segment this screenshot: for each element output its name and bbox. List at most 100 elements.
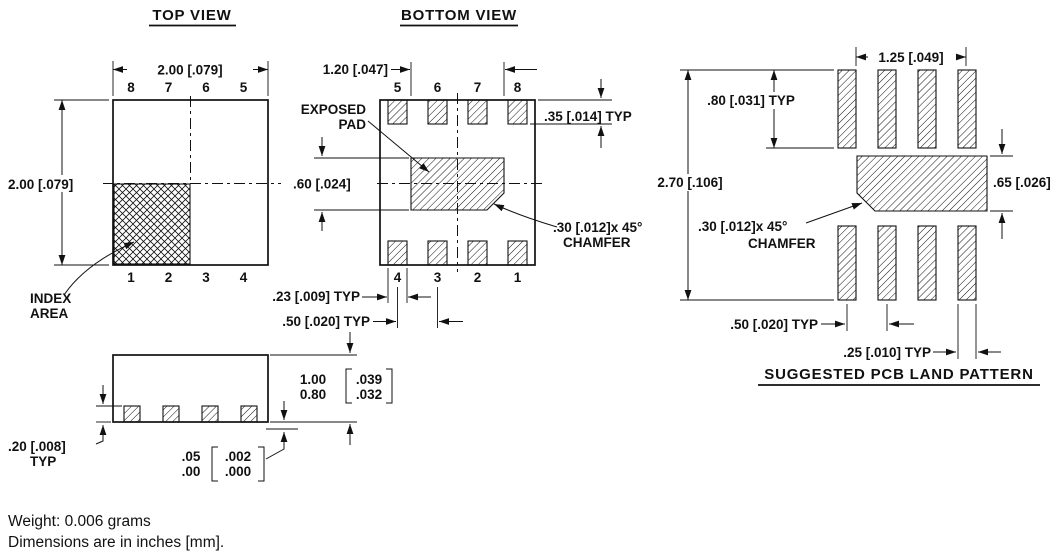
bottom-view-lead-pad	[507, 99, 528, 125]
land-pad-pitch-dimension: .50 [.020] TYP	[730, 304, 914, 332]
top-view-pin-8: 8	[127, 80, 135, 95]
weight-note: Weight: 0.006 grams	[8, 513, 151, 530]
bottom-view-lead-pad	[507, 240, 528, 266]
top-view-pin-6: 6	[202, 80, 210, 95]
bottom-view-pin-2: 2	[474, 270, 482, 285]
bottom-view-lead-pad	[427, 240, 448, 266]
land-pad	[957, 225, 977, 301]
bottom-view-pin-3: 3	[434, 270, 442, 285]
exposed-pad-leader-line	[367, 120, 430, 173]
land-pad	[837, 225, 857, 301]
height-bracket-left	[345, 368, 352, 404]
land-chamfer-label-text: CHAMFER	[748, 236, 816, 251]
top-view-pin-5: 5	[240, 80, 248, 95]
land-overall-height-dim-text: 2.70 [.106]	[657, 175, 722, 190]
land-pad-span-dim-text: 1.25 [.049]	[878, 50, 943, 65]
bottom-view-lead-pad	[467, 240, 488, 266]
bottom-view-pin-6: 6	[434, 80, 442, 95]
chamfer-leader-line	[493, 203, 558, 228]
exposed-pad-height-dimension: .60 [.024]	[293, 137, 409, 231]
standoff-min-in-text: .000	[225, 464, 251, 479]
standoff-min-text: .00	[182, 464, 201, 479]
lead-width-dim-text: .23 [.009] TYP	[272, 289, 360, 304]
standoff-bracket-right	[258, 446, 265, 482]
top-view-pin-7: 7	[165, 80, 173, 95]
bottom-view-pin-4: 4	[394, 270, 402, 285]
bottom-view-lead-pad	[467, 99, 488, 125]
bottom-view-pin-1: 1	[514, 270, 522, 285]
bottom-view-pin-7: 7	[474, 80, 482, 95]
bottom-view-lead-pad	[387, 99, 408, 125]
index-area-label-line2: AREA	[30, 306, 69, 321]
land-pad	[877, 69, 897, 149]
standoff-bracket-left	[211, 446, 218, 482]
land-pad-pitch-dim-text: .50 [.020] TYP	[730, 317, 818, 332]
lead-pitch-dim-text: .50 [.020] TYP	[282, 314, 370, 329]
top-view-height-dimension: 2.00 [.079]	[5, 99, 109, 266]
side-view-lead	[162, 405, 180, 423]
land-chamfer-leader-line	[805, 202, 863, 224]
side-view-lead	[123, 405, 141, 423]
bottom-view-title: BOTTOM VIEW	[401, 7, 517, 24]
height-max-in-text: .039	[356, 372, 382, 387]
top-view: TOP VIEW 2.00 [.079] 2.00 [.079] 8 7 6 5…	[5, 7, 281, 321]
exposed-pad-height-dim-text: .60 [.024]	[293, 177, 351, 192]
land-center-pad-height-dimension: .65 [.026]	[990, 129, 1051, 239]
side-view-package-outline	[112, 354, 269, 423]
lead-thickness-dimension: .20 [.008] TYP	[8, 385, 122, 469]
bottom-view-pin-5: 5	[394, 80, 402, 95]
height-bracket-right	[386, 368, 393, 404]
land-pad-length-dim-text: .80 [.031] TYP	[707, 93, 795, 108]
land-pad-width-dimension: .25 [.010] TYP	[843, 304, 1001, 360]
standoff-max-text: .05	[182, 449, 201, 464]
top-view-pin-2: 2	[165, 270, 173, 285]
exposed-pad-label-line1: EXPOSED	[301, 102, 367, 117]
lead-thickness-typ-text: TYP	[30, 454, 56, 469]
lead-pitch-dimension: .50 [.020] TYP	[282, 287, 463, 329]
land-center-pad-height-dim-text: .65 [.026]	[993, 175, 1051, 190]
chamfer-dim-text: .30 [.012]x 45°	[553, 220, 642, 235]
land-pad-width-dim-text: .25 [.010] TYP	[843, 345, 931, 360]
land-chamfer-callout: .30 [.012]x 45° CHAMFER	[698, 202, 863, 251]
exposed-pad-width-dim-text: 1.20 [.047]	[323, 62, 388, 77]
package-height-dimension: 1.00 0.80 .039 .032	[270, 332, 393, 445]
index-area-callout: INDEX AREA	[30, 241, 135, 321]
height-min-text: 0.80	[300, 387, 326, 402]
lead-thickness-dim-text: .20 [.008]	[8, 439, 66, 454]
lead-width-dimension: .23 [.009] TYP	[272, 268, 431, 304]
standoff-max-in-text: .002	[225, 449, 251, 464]
land-overall-height-dimension: 2.70 [.106]	[644, 70, 834, 301]
land-pad-length-dimension: .80 [.031] TYP	[680, 69, 834, 149]
side-view-lead	[240, 405, 258, 423]
index-area-leader-line	[63, 241, 135, 296]
standoff-dimension: .05 .00 .002 .000	[182, 401, 298, 482]
top-view-height-dim-text: 2.00 [.079]	[8, 177, 73, 192]
top-view-pin-1: 1	[127, 270, 135, 285]
bottom-view-pin-8: 8	[514, 80, 522, 95]
land-pattern-view: 1.25 [.049] .80 [.031] TYP 2.70 [.106] .…	[644, 47, 1051, 386]
top-view-pin-3: 3	[202, 270, 210, 285]
lead-length-dim-text: .35 [.014] TYP	[544, 109, 632, 124]
bottom-view: BOTTOM VIEW 5 6 7 8 4 3 2 1 1.20 [.047] …	[272, 7, 642, 329]
land-pad	[957, 69, 977, 149]
land-pad	[917, 225, 937, 301]
land-pad-span-dimension: 1.25 [.049]	[855, 47, 967, 66]
chamfer-label-text: CHAMFER	[563, 235, 631, 250]
top-view-width-dimension: 2.00 [.079]	[112, 61, 269, 96]
height-max-text: 1.00	[300, 372, 326, 387]
exposed-pad-label-line2: PAD	[338, 117, 366, 132]
side-view-lead	[201, 405, 219, 423]
land-pattern-title: SUGGESTED PCB LAND PATTERN	[764, 366, 1033, 383]
exposed-pad-width-dimension: 1.20 [.047]	[323, 62, 537, 96]
exposed-pad-callout: EXPOSED PAD	[301, 102, 430, 173]
bottom-view-lead-pad	[387, 240, 408, 266]
bottom-view-chamfer-callout: .30 [.012]x 45° CHAMFER	[493, 203, 642, 250]
bottom-view-lead-pad	[427, 99, 448, 125]
land-pad	[917, 69, 937, 149]
index-area-region	[113, 183, 191, 265]
land-pad	[837, 69, 857, 149]
drawing-notes: Weight: 0.006 grams Dimensions are in in…	[8, 513, 224, 551]
land-center-pad-shape	[856, 155, 988, 212]
